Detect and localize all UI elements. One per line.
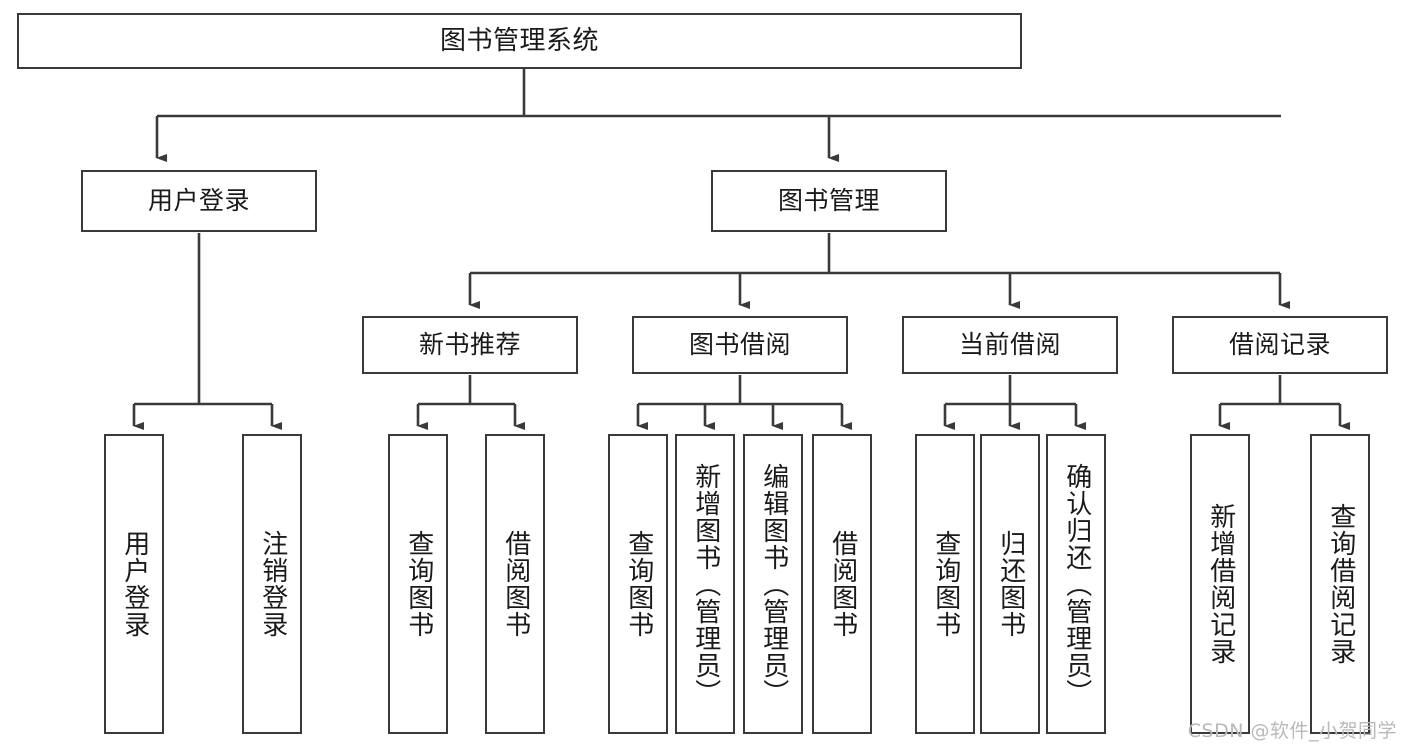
leaf-query-book-current[interactable]: 查询图书 — [915, 434, 975, 734]
node-label: 查询借阅记录 — [1325, 503, 1356, 665]
leaf-add-book-admin[interactable]: 新增图书（管理员） — [675, 434, 735, 734]
node-label: 用户登录 — [147, 186, 250, 216]
leaf-query-borrow-record[interactable]: 查询借阅记录 — [1310, 434, 1370, 734]
leaf-query-book-borrow[interactable]: 查询图书 — [608, 434, 668, 734]
leaf-confirm-return-admin[interactable]: 确认归还（管理员） — [1046, 434, 1106, 734]
node-label: 当前借阅 — [958, 330, 1061, 360]
node-label: 编辑图书（管理员） — [758, 462, 789, 706]
node-user-login[interactable]: 用户登录 — [81, 170, 317, 232]
node-current-borrow[interactable]: 当前借阅 — [902, 316, 1118, 374]
leaf-add-borrow-record[interactable]: 新增借阅记录 — [1190, 434, 1250, 734]
node-label: 归还图书 — [995, 530, 1026, 638]
leaf-user-login[interactable]: 用户登录 — [104, 434, 164, 734]
node-label: 注销登录 — [257, 530, 288, 638]
node-label: 新增借阅记录 — [1205, 503, 1236, 665]
node-label: 图书管理 — [777, 186, 880, 216]
node-new-book-recommend[interactable]: 新书推荐 — [362, 316, 578, 374]
leaf-user-logout[interactable]: 注销登录 — [242, 434, 302, 734]
node-label: 新增图书（管理员） — [690, 462, 721, 706]
node-root-system[interactable]: 图书管理系统 — [17, 13, 1022, 69]
node-label: 用户登录 — [119, 530, 150, 638]
node-label: 借阅记录 — [1228, 330, 1331, 360]
node-label: 查询图书 — [403, 530, 434, 638]
leaf-borrow-book-recommend[interactable]: 借阅图书 — [485, 434, 545, 734]
node-label: 图书管理系统 — [439, 25, 599, 56]
node-label: 借阅图书 — [827, 530, 858, 638]
node-label: 新书推荐 — [418, 330, 521, 360]
node-label: 确认归还（管理员） — [1061, 462, 1092, 706]
node-book-management[interactable]: 图书管理 — [711, 170, 947, 232]
node-book-borrow[interactable]: 图书借阅 — [632, 316, 848, 374]
leaf-query-book-recommend[interactable]: 查询图书 — [388, 434, 448, 734]
leaf-return-book[interactable]: 归还图书 — [980, 434, 1040, 734]
node-borrow-record[interactable]: 借阅记录 — [1172, 316, 1388, 374]
node-label: 图书借阅 — [688, 330, 791, 360]
node-label: 借阅图书 — [500, 530, 531, 638]
leaf-edit-book-admin[interactable]: 编辑图书（管理员） — [743, 434, 803, 734]
watermark-text: CSDN @软件_小贺同学 — [1187, 720, 1397, 742]
leaf-borrow-book-borrow[interactable]: 借阅图书 — [812, 434, 872, 734]
node-label: 查询图书 — [930, 530, 961, 638]
node-label: 查询图书 — [623, 530, 654, 638]
